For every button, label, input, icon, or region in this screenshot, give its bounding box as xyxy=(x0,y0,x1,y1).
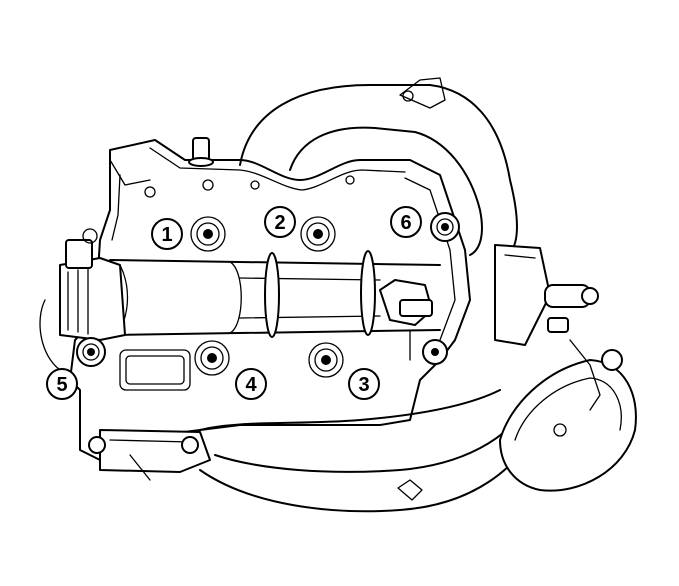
left-throttle-body xyxy=(39,228,126,371)
top-fitting xyxy=(188,137,214,167)
callout-1: 1 xyxy=(151,218,183,250)
lower-left-pad xyxy=(119,349,191,391)
callout-6: 6 xyxy=(390,206,422,238)
svg-text:5: 5 xyxy=(56,374,67,396)
right-throttle-body xyxy=(494,244,637,492)
svg-text:2: 2 xyxy=(274,212,285,234)
map-sensor xyxy=(379,279,433,361)
callout-5: 5 xyxy=(46,368,78,400)
svg-text:6: 6 xyxy=(400,212,411,234)
bolt-5 xyxy=(76,337,106,367)
center-tubes xyxy=(109,250,441,338)
bolt-6 xyxy=(430,212,460,242)
bolt-extra xyxy=(422,339,448,365)
lower-runner xyxy=(199,389,541,513)
upper-runner xyxy=(239,77,518,256)
callout-4: 4 xyxy=(235,368,267,400)
svg-text:4: 4 xyxy=(245,374,257,396)
callout-3: 3 xyxy=(348,368,380,400)
bolt-4 xyxy=(194,340,230,376)
svg-text:3: 3 xyxy=(358,374,369,396)
plenum-body xyxy=(69,139,471,461)
callout-2: 2 xyxy=(264,206,296,238)
svg-text:1: 1 xyxy=(161,224,172,246)
bottom-sensor xyxy=(88,429,211,481)
bolt-1 xyxy=(190,216,226,252)
bolt-2 xyxy=(300,216,336,252)
bolt-3 xyxy=(308,342,344,378)
